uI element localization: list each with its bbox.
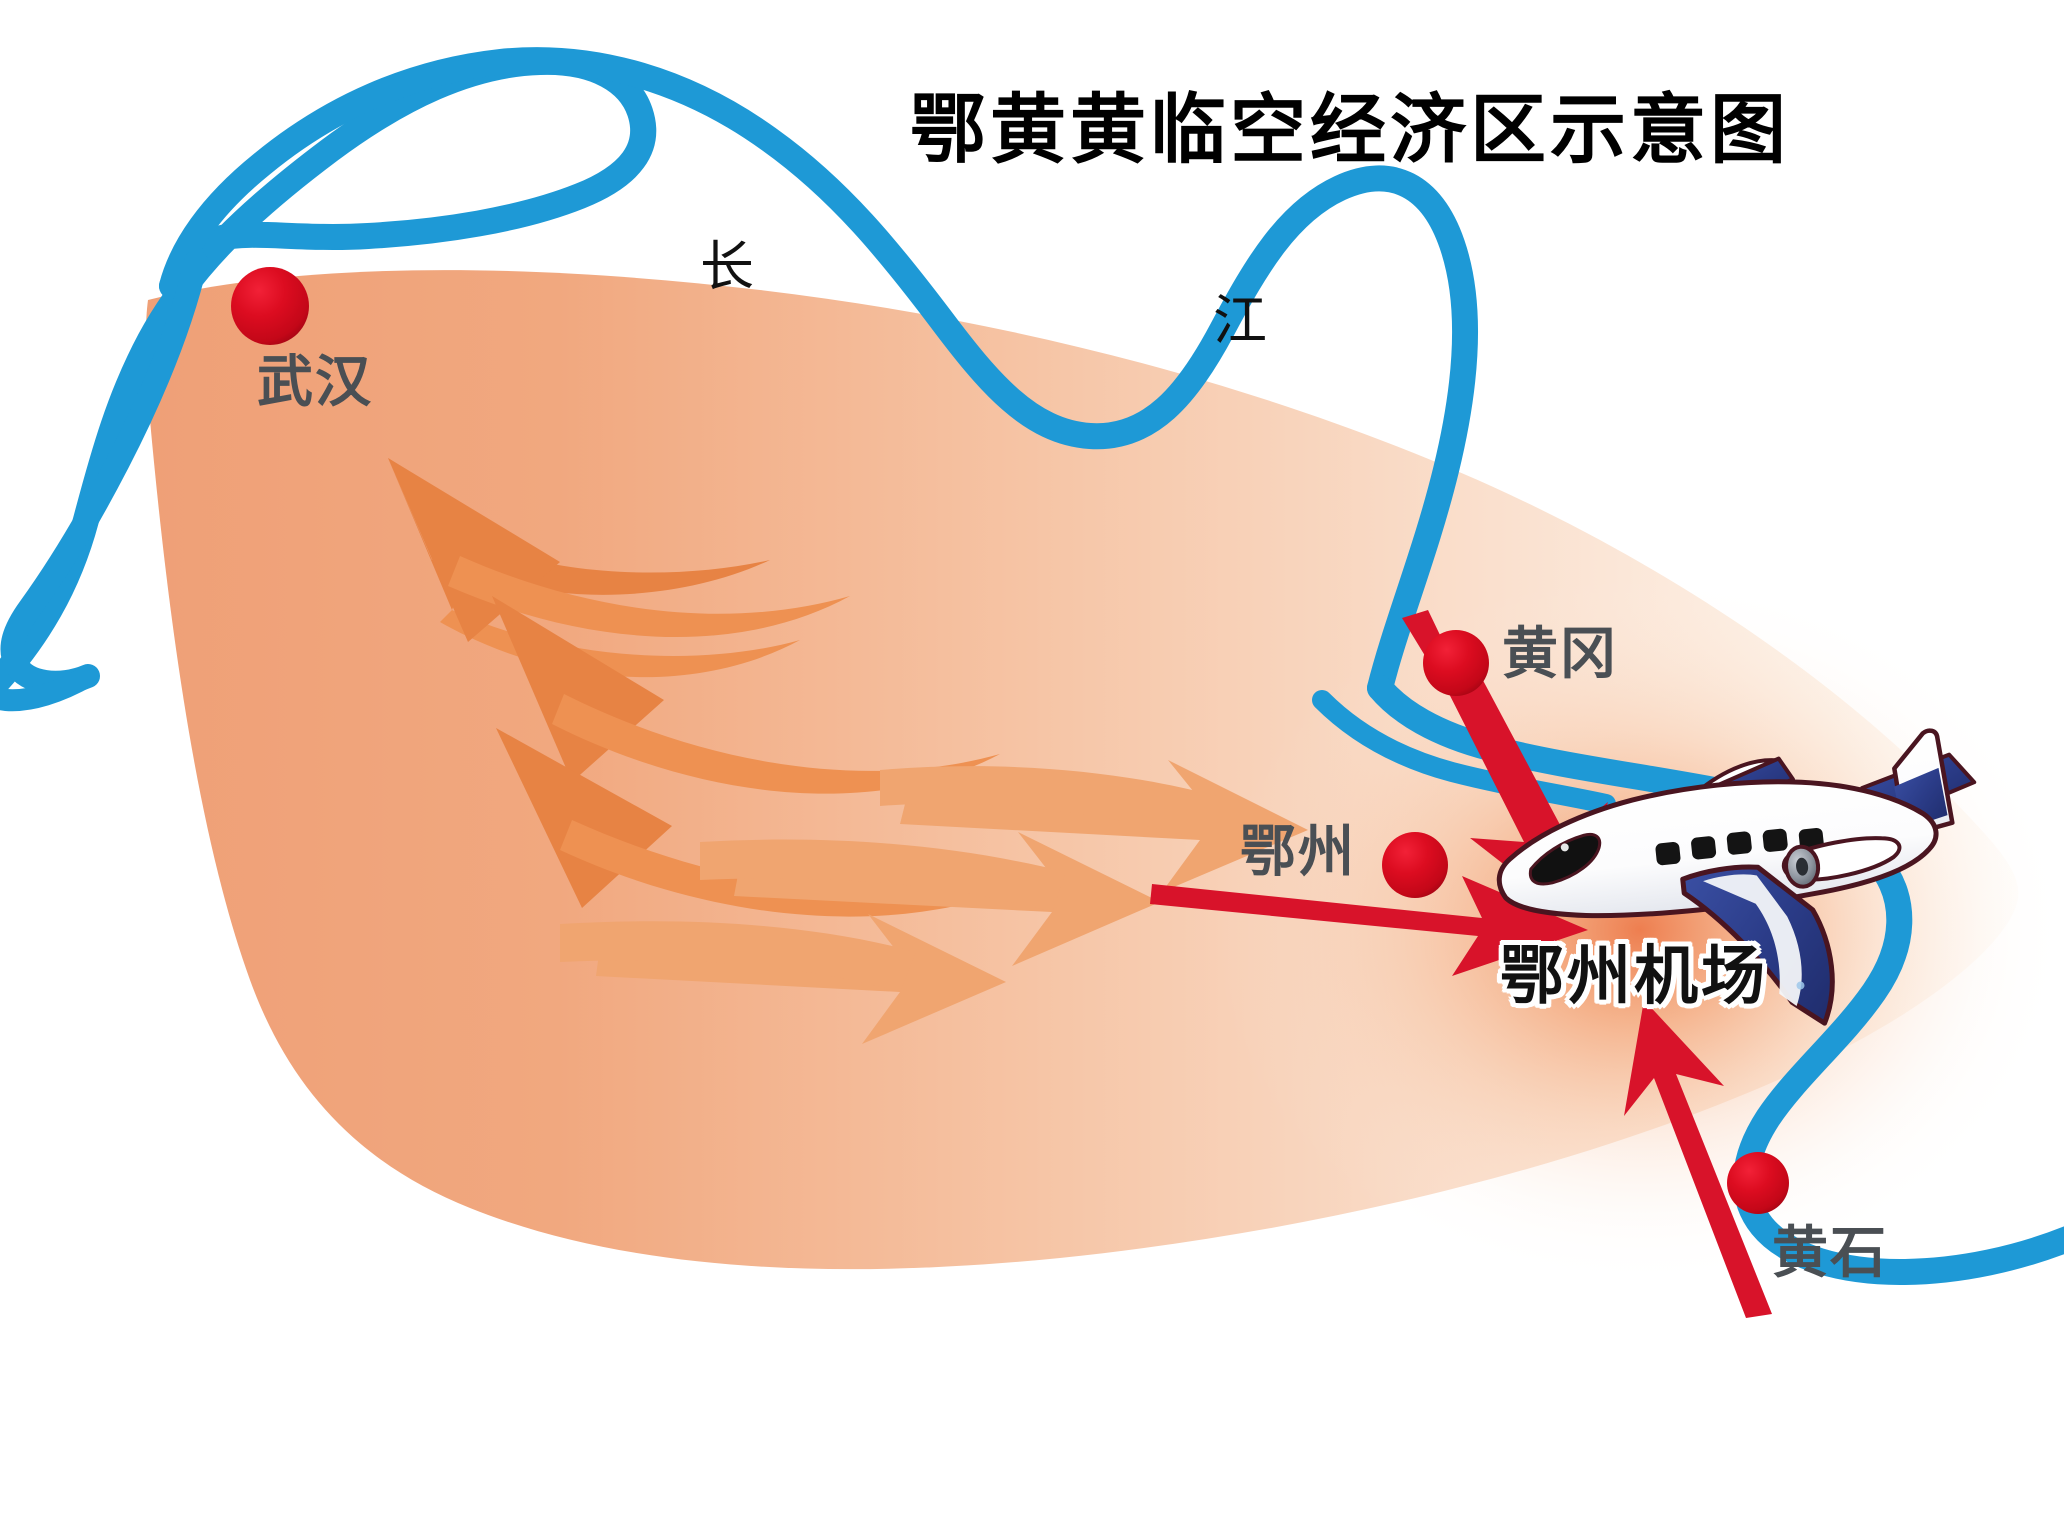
marker-huanggang [1423, 630, 1489, 696]
marker-wuhan [231, 267, 309, 345]
airport-glow [1210, 570, 2064, 1290]
city-label-huanggang: 黄冈 [1502, 622, 1618, 687]
orange-arrow-4 [900, 760, 1308, 892]
river-label-jiang: 江 [1213, 289, 1268, 352]
marker-ezhou [1382, 832, 1448, 898]
airport-label: 鄂州机场 [1500, 939, 1768, 1014]
orange-arrow-1-body [440, 610, 800, 678]
river-label-chang: 长 [700, 235, 755, 298]
city-label-huangshi: 黄石 [1772, 1221, 1888, 1286]
orange-arrow-6 [596, 914, 1006, 1044]
orange-arrow-5 [734, 832, 1160, 966]
airplane-icon [1496, 728, 1977, 1026]
red-arrow-ezhou [1150, 876, 1588, 976]
yangtze-river [0, 47, 2064, 1285]
city-markers [231, 267, 1789, 1214]
city-label-ezhou: 鄂州 [1240, 820, 1356, 885]
orange-flow-arrows [388, 458, 1308, 1044]
red-arrow-huangshi [1624, 1000, 1772, 1318]
page-title: 鄂黄黄临空经济区示意图 [910, 85, 1790, 174]
cabin-windows [1655, 827, 1824, 866]
marker-huangshi [1727, 1152, 1789, 1214]
city-label-wuhan: 武汉 [257, 350, 373, 415]
